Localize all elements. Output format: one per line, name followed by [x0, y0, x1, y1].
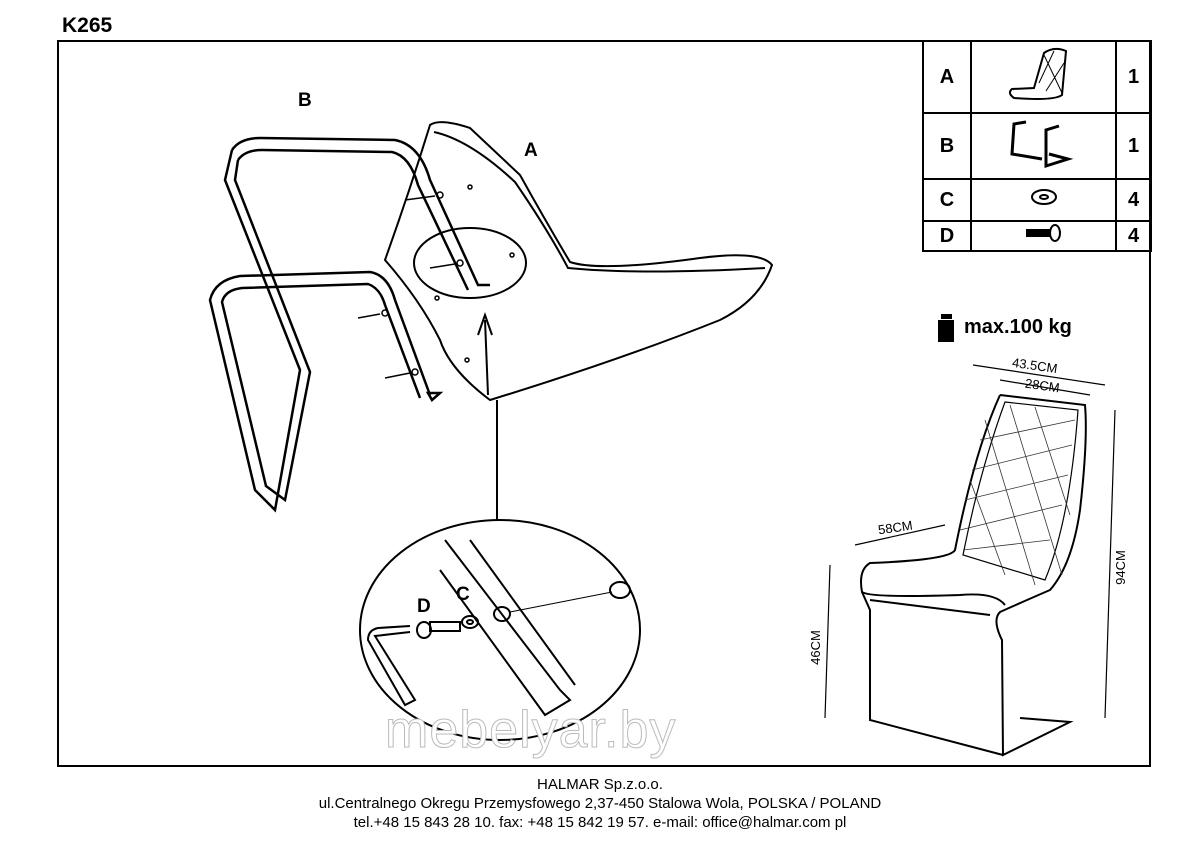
part-qty: 1: [1115, 112, 1152, 180]
watermark: mebelyar.by: [384, 701, 677, 760]
parts-table: A 1 B 1 C 4 D 4: [922, 40, 1152, 252]
label-b: B: [298, 90, 312, 111]
label-a: A: [524, 140, 538, 161]
parts-row: D 4: [922, 220, 1152, 252]
footer-contact: tel.+48 15 843 28 10. fax: +48 15 842 19…: [353, 814, 847, 831]
part-letter: D: [922, 220, 972, 252]
bolt-icon: [970, 220, 1117, 252]
footer-address: ul.Centralnego Okregu Przemysfowego 2,37…: [318, 795, 882, 812]
assembled-chair: [860, 394, 1087, 757]
label-c: C: [456, 584, 470, 605]
frame-part-b: [208, 136, 490, 513]
parts-row: B 1: [922, 112, 1152, 180]
seat-part-a: [383, 121, 774, 520]
detail-magnifier: [359, 519, 641, 741]
drawing-frame: [57, 40, 1151, 767]
max-load: max.100 kg: [964, 316, 1072, 338]
dimension-lines: [824, 364, 1116, 719]
part-qty: 1: [1115, 40, 1152, 114]
part-letter: C: [922, 178, 972, 222]
parts-row: A 1: [922, 40, 1152, 114]
part-letter: A: [922, 40, 972, 114]
part-qty: 4: [1115, 178, 1152, 222]
model-code: K265: [62, 14, 113, 37]
frame-icon: [970, 112, 1117, 180]
part-qty: 4: [1115, 220, 1152, 252]
label-d: D: [417, 596, 431, 617]
seat-icon: [970, 40, 1117, 114]
dim-seat-height: 46CM: [807, 630, 823, 665]
parts-row: C 4: [922, 178, 1152, 222]
footer-company: HALMAR Sp.z.o.o.: [537, 776, 663, 793]
washer-icon: [970, 178, 1117, 222]
weight-icon: [938, 314, 954, 342]
quilting-pattern: [959, 404, 1076, 586]
exploded-bolts: [357, 184, 515, 379]
part-letter: B: [922, 112, 972, 180]
dim-height: 94CM: [1112, 550, 1128, 585]
